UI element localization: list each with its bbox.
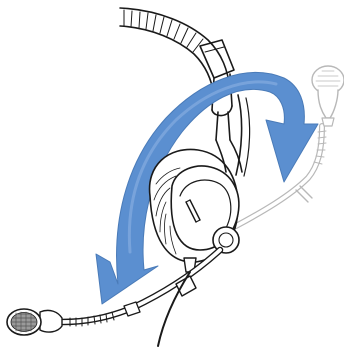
headband-pad — [200, 40, 234, 78]
lowered-mic-capsule — [7, 309, 62, 335]
earcup — [150, 140, 242, 272]
raised-mic-capsule — [312, 66, 344, 126]
headband-hinge — [216, 112, 230, 140]
headband-inner-strap — [120, 26, 214, 96]
